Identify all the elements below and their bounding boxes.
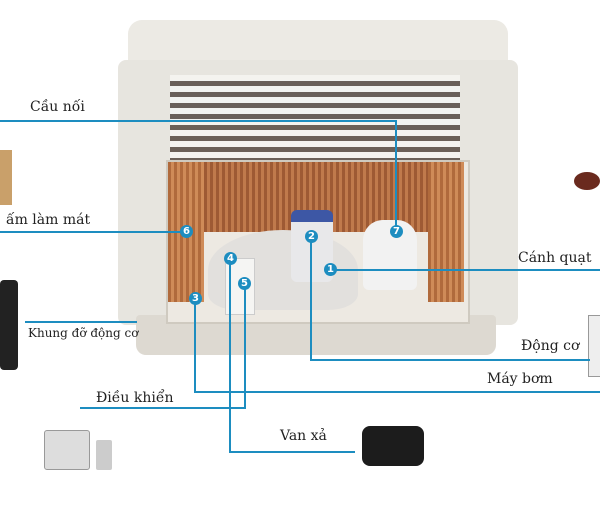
marker-1: 1: [324, 263, 337, 276]
line-motor: [310, 236, 590, 361]
line-drain-valve: [229, 258, 355, 453]
fan-blade-thumbnail: [574, 172, 600, 190]
controller-thumbnail: [44, 430, 90, 470]
cooling-pad-thumbnail: [0, 150, 12, 205]
label-cooling-pad: ấm làm mát: [6, 212, 91, 228]
remote-thumbnail: [96, 440, 112, 470]
label-drain-valve: Van xả: [280, 428, 327, 444]
marker-3: 3: [189, 292, 202, 305]
line-controller: [80, 283, 246, 409]
marker-6: 6: [180, 225, 193, 238]
marker-4: 4: [224, 252, 237, 265]
label-motor-frame: Khung đỡ động cơ: [28, 326, 139, 340]
marker-2: 2: [305, 230, 318, 243]
label-bridge: Cầu nối: [30, 99, 85, 115]
label-pump: Máy bơm: [487, 371, 553, 387]
line-bridge: [0, 120, 397, 230]
marker-7: 7: [390, 225, 403, 238]
motor-thumbnail: [588, 315, 600, 377]
line-pump: [194, 298, 600, 393]
marker-5: 5: [238, 277, 251, 290]
label-controller: Điều khiển: [96, 390, 174, 406]
label-motor: Động cơ: [521, 338, 580, 354]
label-fan-blade: Cánh quạt: [518, 250, 592, 266]
air-cooler-image: [118, 20, 518, 355]
cooler-grille: [170, 75, 460, 160]
motor-frame-thumbnail: [0, 280, 18, 370]
drain-valve-thumbnail: [362, 426, 424, 466]
cooling-pad-right: [428, 162, 464, 302]
